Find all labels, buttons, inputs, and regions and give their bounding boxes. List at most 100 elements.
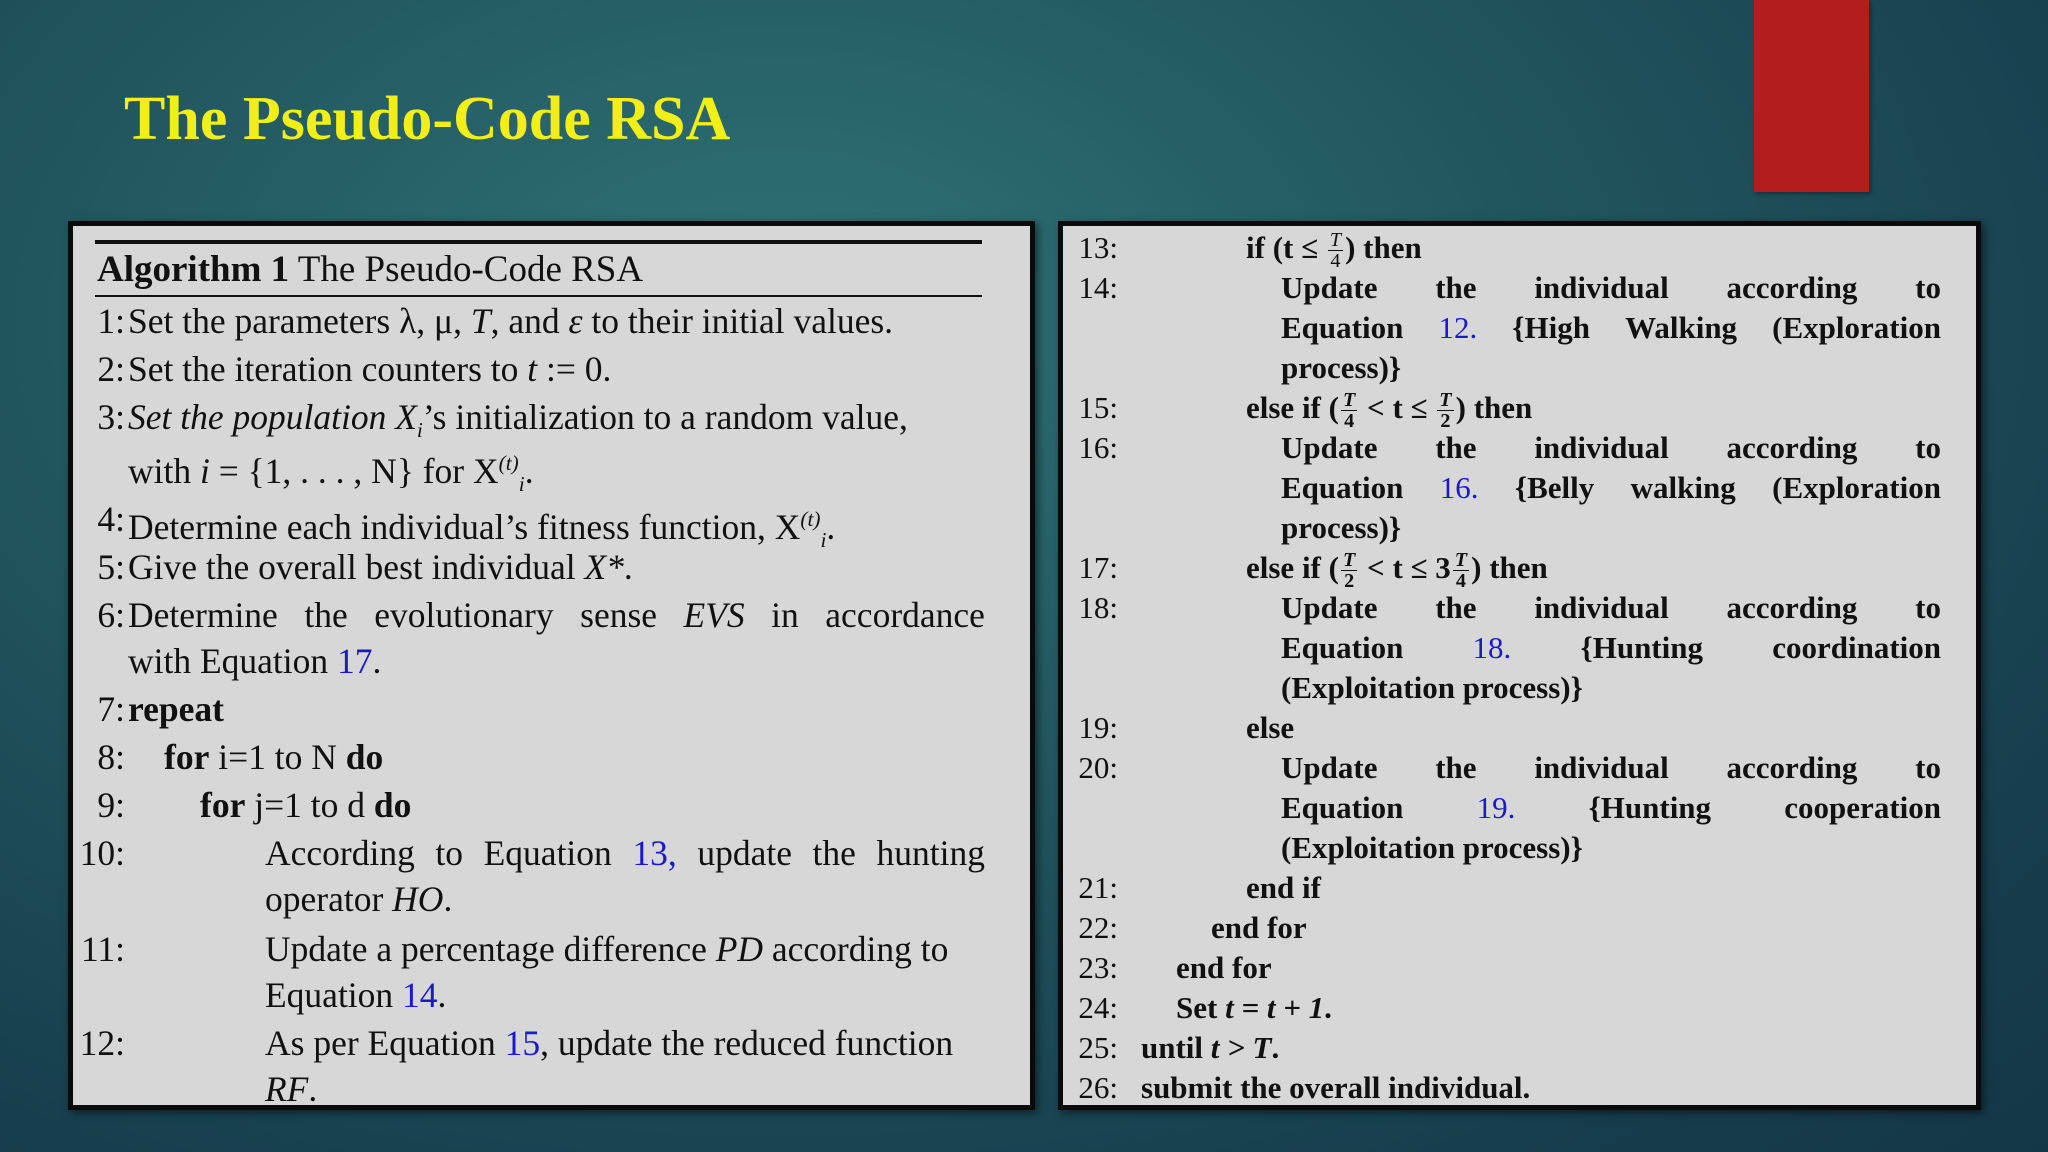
line-number: 11: bbox=[80, 929, 125, 969]
line-text: . bbox=[372, 641, 382, 681]
line-text: ) bbox=[1471, 550, 1490, 585]
equation-link[interactable]: 19. bbox=[1476, 790, 1516, 825]
line-text: Set the parameters λ, μ, bbox=[128, 301, 471, 341]
line-word: hunting bbox=[876, 833, 985, 873]
line-text: Set bbox=[1176, 990, 1226, 1025]
line-text: . bbox=[443, 879, 453, 919]
keyword-then: then bbox=[1489, 550, 1548, 585]
line-word: individual bbox=[1534, 750, 1669, 785]
line-word: Equation bbox=[483, 833, 612, 873]
line-word: to bbox=[1915, 430, 1941, 465]
line-word: according bbox=[1726, 430, 1858, 465]
line-word: evolutionary bbox=[374, 595, 554, 635]
equation-link[interactable]: 18. bbox=[1472, 630, 1512, 665]
line-text: submit bbox=[1141, 1070, 1233, 1105]
equation-link[interactable]: 16. bbox=[1439, 470, 1479, 505]
line-text: ’s initialization to a random value, bbox=[422, 397, 908, 437]
line-word: (Exploration bbox=[1772, 470, 1941, 505]
line-number: 8: bbox=[97, 737, 125, 777]
line-word: the bbox=[812, 833, 856, 873]
line-text: < t ≤ bbox=[1359, 390, 1436, 425]
line-word: Equation bbox=[1281, 310, 1404, 345]
line-word: {High bbox=[1512, 310, 1590, 345]
keyword-then: then bbox=[1473, 390, 1533, 425]
line-text: (Exploitation process)} bbox=[1281, 830, 1583, 865]
line-text: i bbox=[518, 471, 525, 496]
line-number: 18: bbox=[1078, 590, 1118, 625]
line-text: (t ≤ bbox=[1264, 230, 1326, 265]
keyword-do: do bbox=[373, 785, 412, 825]
fraction-denominator: 4 bbox=[1330, 250, 1341, 273]
line-text: (t) bbox=[800, 507, 821, 531]
line-word: cooperation bbox=[1784, 790, 1941, 825]
equation-link[interactable]: 17 bbox=[337, 641, 373, 681]
line-text: t bbox=[527, 349, 538, 389]
line-word: the bbox=[1435, 750, 1477, 785]
fraction-numerator: T bbox=[1437, 389, 1454, 412]
line-text: according to bbox=[763, 929, 949, 969]
line-number: 17: bbox=[1078, 550, 1118, 585]
line-number: 20: bbox=[1078, 750, 1118, 785]
keyword-repeat: repeat bbox=[128, 689, 224, 729]
line-text: process)} bbox=[1281, 350, 1402, 385]
line-number: 7: bbox=[97, 689, 125, 729]
line-number: 19: bbox=[1078, 710, 1118, 745]
line-number: 6: bbox=[97, 595, 125, 635]
keyword-end-for: end for bbox=[1176, 950, 1272, 985]
line-word: according bbox=[1726, 590, 1858, 625]
line-text: . bbox=[524, 450, 534, 491]
fraction-denominator: 2 bbox=[1440, 410, 1451, 433]
line-text: PD bbox=[715, 929, 764, 969]
fraction-numerator: T bbox=[1340, 549, 1358, 572]
line-word: accordance bbox=[825, 595, 985, 635]
keyword-else-if: else if bbox=[1246, 390, 1321, 425]
line-text: ) bbox=[1345, 230, 1364, 265]
line-text: Update a percentage difference bbox=[265, 929, 716, 969]
line-word: in bbox=[771, 595, 799, 635]
line-word: {Hunting bbox=[1588, 790, 1712, 825]
fraction-numerator: T bbox=[1327, 229, 1344, 252]
equation-link[interactable]: 13, bbox=[632, 833, 677, 873]
line-text: t > T bbox=[1203, 1030, 1272, 1065]
line-word: Update bbox=[1281, 750, 1378, 785]
line-text: Set the population X bbox=[128, 397, 417, 437]
line-text: j=1 to d bbox=[245, 785, 374, 825]
line-number: 26: bbox=[1078, 1070, 1118, 1105]
line-text: to their initial values. bbox=[582, 301, 894, 341]
line-word: to bbox=[1915, 750, 1941, 785]
fraction-numerator: T bbox=[1452, 549, 1470, 572]
line-text: . bbox=[623, 547, 633, 587]
line-word: according bbox=[1726, 750, 1858, 785]
keyword-then: then bbox=[1363, 230, 1422, 265]
line-text: process)} bbox=[1281, 510, 1402, 545]
line-word: Update bbox=[1281, 430, 1378, 465]
line-word: to bbox=[1915, 590, 1941, 625]
line-word: Determine bbox=[128, 595, 278, 635]
line-word: the bbox=[1435, 590, 1477, 625]
top-rule bbox=[95, 240, 982, 244]
keyword-if: if bbox=[1246, 230, 1265, 265]
line-word: {Hunting bbox=[1580, 630, 1704, 665]
equation-link[interactable]: 12. bbox=[1438, 310, 1478, 345]
line-number: 1: bbox=[97, 301, 125, 341]
line-word: Equation bbox=[1281, 790, 1404, 825]
line-number: 13: bbox=[1078, 230, 1118, 265]
equation-link[interactable]: 14 bbox=[402, 975, 438, 1015]
line-number: 21: bbox=[1078, 870, 1118, 905]
line-text: T bbox=[470, 301, 491, 341]
line-word: {Belly bbox=[1514, 470, 1595, 505]
line-word: Update bbox=[1281, 590, 1378, 625]
equation-link[interactable]: 15 bbox=[504, 1023, 541, 1063]
line-text: HO bbox=[392, 879, 444, 919]
fraction-denominator: 4 bbox=[1455, 570, 1466, 593]
line-text: ε bbox=[568, 301, 583, 341]
line-text: ( bbox=[1320, 390, 1339, 425]
line-number: 3: bbox=[97, 397, 125, 437]
line-number: 22: bbox=[1078, 910, 1118, 945]
fraction-numerator: T bbox=[1340, 389, 1358, 412]
line-text: Equation bbox=[265, 975, 403, 1015]
line-text: with bbox=[128, 450, 200, 491]
